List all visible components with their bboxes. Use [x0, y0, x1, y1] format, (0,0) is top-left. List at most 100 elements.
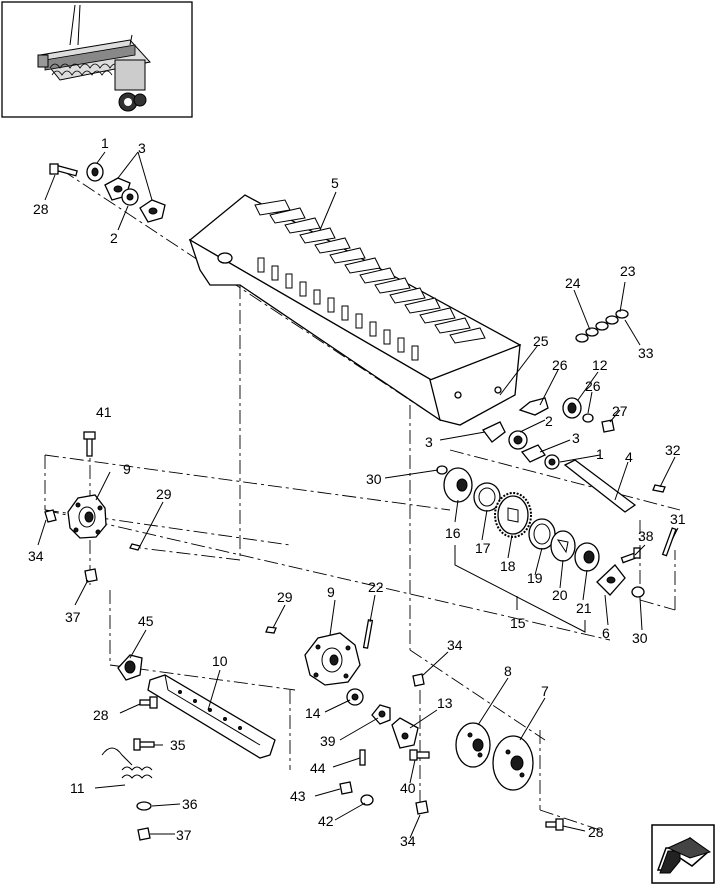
- label-39: 39: [320, 733, 336, 749]
- label-16: 16: [445, 525, 461, 541]
- part-42-washer: [360, 794, 374, 806]
- label-34-bottom: 34: [400, 833, 416, 849]
- label-30-right: 30: [632, 630, 648, 646]
- part-3-flange-mid-b: [520, 444, 546, 463]
- part-4-shaft: [563, 459, 637, 513]
- label-3-mid-b: 3: [572, 430, 580, 446]
- label-1-top: 1: [101, 135, 109, 151]
- part-32-key: [652, 484, 666, 493]
- label-6: 6: [602, 625, 610, 641]
- arrow-icon: [656, 837, 712, 874]
- label-12: 12: [592, 357, 608, 373]
- part-34-nut-mid: [412, 673, 425, 687]
- part-38-bolt: [620, 547, 641, 564]
- label-41: 41: [96, 404, 112, 420]
- label-4: 4: [625, 449, 633, 465]
- label-11: 11: [70, 780, 85, 796]
- label-10: 10: [212, 653, 228, 669]
- label-2-top: 2: [110, 230, 118, 246]
- label-14: 14: [305, 705, 321, 721]
- part-5-tine-bar: [188, 194, 522, 426]
- part-9-sprocket-left: [67, 494, 107, 539]
- part-11-spring: [101, 747, 153, 779]
- part-1-bushing-top: [86, 162, 104, 182]
- part-26-washer-a: [518, 397, 549, 416]
- part-7-disc: [492, 735, 534, 791]
- part-27-nut: [601, 419, 615, 433]
- part-labels: 1 3 28 2 5 24 23 33 25 26 12 26 27 2 3 3…: [28, 135, 686, 849]
- label-17: 17: [475, 540, 491, 556]
- part-3-flange-mid: [482, 421, 506, 443]
- part-18-sprocket: [494, 492, 532, 538]
- part-36-washer: [136, 801, 152, 811]
- label-28-bottom: 28: [588, 824, 604, 840]
- part-29-key-left: [129, 543, 141, 551]
- part-45-flange-bearing: [117, 654, 143, 681]
- label-9-mid: 9: [327, 584, 335, 600]
- part-10-bar: [147, 674, 276, 759]
- label-26-a: 26: [552, 357, 568, 373]
- label-38: 38: [638, 528, 654, 544]
- part-30-washer-right: [631, 586, 645, 598]
- next-page-arrow-button[interactable]: [651, 824, 715, 884]
- label-3-mid-a: 3: [425, 434, 433, 450]
- part-41-bolt: [83, 431, 96, 457]
- part-34-nut-left: [44, 509, 57, 523]
- label-45: 45: [138, 613, 154, 629]
- label-26-b: 26: [585, 378, 601, 394]
- part-43-nut: [339, 781, 353, 795]
- label-29-mid: 29: [277, 589, 293, 605]
- part-24-chain: [575, 309, 629, 343]
- label-32: 32: [665, 442, 681, 458]
- label-19: 19: [527, 570, 543, 586]
- part-40-bolt: [409, 749, 430, 761]
- part-9-sprocket-mid: [304, 632, 361, 686]
- hardware-parts: [44, 162, 677, 841]
- part-37-nut-left: [84, 568, 98, 583]
- part-35-bolt: [133, 738, 155, 751]
- label-40: 40: [400, 780, 416, 796]
- part-29-key-mid: [265, 626, 277, 634]
- part-39-cam: [371, 704, 391, 725]
- label-34-mid: 34: [447, 637, 463, 653]
- part-8-disc: [455, 722, 491, 768]
- label-15: 15: [510, 615, 526, 631]
- label-8: 8: [504, 663, 512, 679]
- label-3-top: 3: [138, 140, 146, 156]
- label-36: 36: [182, 796, 198, 812]
- label-28-left: 28: [93, 707, 109, 723]
- part-30-washer-top: [436, 465, 448, 475]
- label-42: 42: [318, 813, 334, 829]
- overview-inset: [1, 1, 193, 118]
- label-9-left: 9: [123, 461, 131, 477]
- part-13-bracket: [391, 717, 419, 749]
- label-35: 35: [170, 737, 186, 753]
- label-43: 43: [290, 788, 306, 804]
- label-28-top: 28: [33, 201, 49, 217]
- label-29-left: 29: [156, 486, 172, 502]
- part-26-washer-b: [582, 413, 594, 423]
- part-22-pin: [362, 619, 374, 649]
- part-31-pin: [661, 527, 677, 557]
- label-5: 5: [331, 175, 339, 191]
- part-37-nut-bottom: [137, 827, 151, 841]
- label-23: 23: [620, 263, 636, 279]
- part-28-bolt-top: [49, 163, 78, 177]
- label-30-top: 30: [366, 471, 382, 487]
- label-13: 13: [437, 695, 453, 711]
- part-44-bolt: [359, 749, 366, 766]
- label-18: 18: [500, 558, 516, 574]
- label-37-bottom: 37: [176, 827, 192, 843]
- part-28-bolt-left: [139, 696, 158, 709]
- machine-overview-icon: [37, 4, 151, 112]
- part-28-bolt-bottom: [545, 818, 564, 831]
- part-34-nut-bottom: [415, 800, 429, 815]
- label-24: 24: [565, 275, 581, 291]
- label-7: 7: [541, 683, 549, 699]
- label-33: 33: [638, 345, 654, 361]
- label-25: 25: [533, 333, 549, 349]
- label-37-left: 37: [65, 609, 81, 625]
- label-2-mid: 2: [545, 413, 553, 429]
